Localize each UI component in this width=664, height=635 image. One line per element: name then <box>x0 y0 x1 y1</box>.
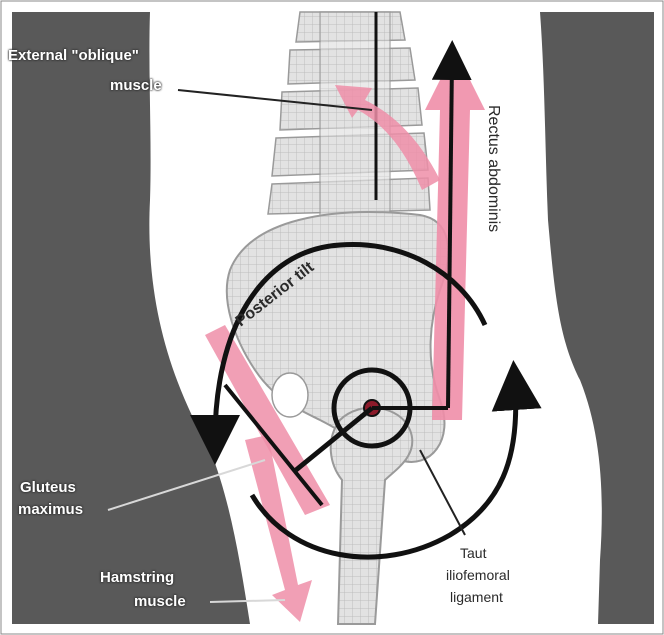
label-gluteus-line1: Gluteus <box>20 478 76 497</box>
label-rectus-abdominis: Rectus abdominis <box>484 105 503 232</box>
label-taut-line3: ligament <box>450 588 503 607</box>
label-taut-line1: Taut <box>460 544 486 563</box>
label-taut-line2: iliofemoral <box>446 566 510 585</box>
label-hamstring-line1: Hamstring <box>100 568 174 587</box>
label-external-oblique-line2: muscle <box>110 76 162 95</box>
label-gluteus-line2: maximus <box>18 500 83 519</box>
label-hamstring-line2: muscle <box>134 592 186 611</box>
label-external-oblique-line1: External "oblique" <box>8 46 139 65</box>
